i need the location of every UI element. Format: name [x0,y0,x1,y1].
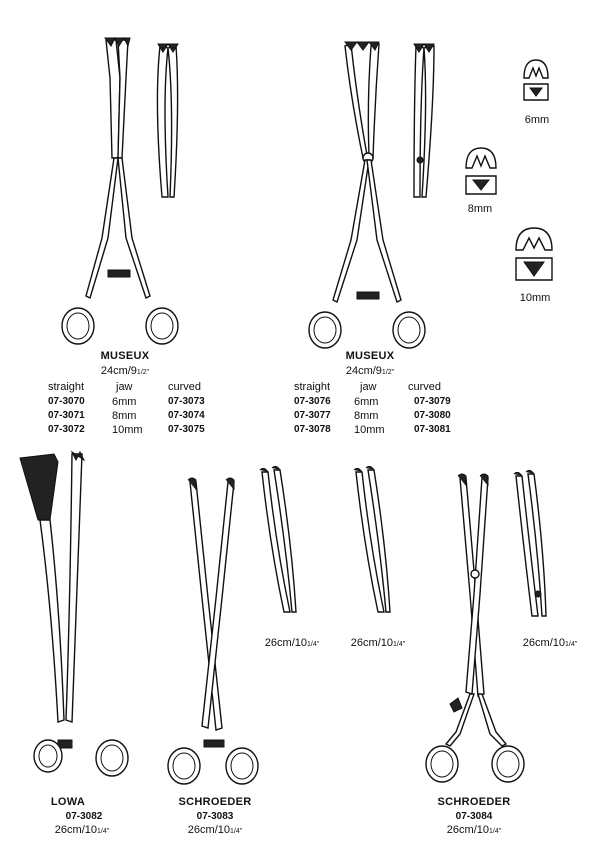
museux-left-title: MUSEUX [100,350,150,362]
schroeder-2-size: 26cm/101/4" [446,824,502,836]
museux-forceps-illustration-left [61,36,179,345]
lowa-title: LOWA [50,796,86,808]
table-row: 07-3076 6mm 07-3079 [294,396,451,408]
museux-right-size: 24cm/91/2" [345,365,395,377]
table-header: straight jaw curved [294,381,442,393]
jaw-size-label-8mm: 8mm [467,203,493,215]
tip-size-label-2: 26cm/101/4" [350,637,406,649]
museux-forceps-illustration-right [308,41,426,349]
schroeder-1-title: SCHROEDER [178,796,252,808]
museux-left-size: 24cm/91/2" [100,365,150,377]
schroeder-curved-tip-illustration-1 [259,465,297,613]
jaw-detail-6mm-illustration [523,59,549,101]
museux-curved-tip-illustration-right [413,43,435,198]
tip-size-label-1: 26cm/101/4" [264,637,320,649]
jaw-size-label-10mm: 10mm [519,292,551,304]
schroeder-forceps-illustration-2 [425,473,525,783]
museux-right-table: straight jaw curved 07-3076 6mm 07-3079 … [294,381,474,436]
table-row: 07-3077 8mm 07-3080 [294,410,451,422]
table-row: 07-3072 10mm 07-3075 [48,424,205,436]
lowa-forceps-illustration [19,450,129,777]
table-row: 07-3078 10mm 07-3081 [294,424,451,436]
table-header: straight jaw curved [48,381,202,393]
schroeder-forceps-illustration-1 [167,477,259,785]
jaw-detail-8mm-illustration [465,147,497,195]
schroeder-2-title: SCHROEDER [437,796,511,808]
schroeder-1-code: 07-3083 [196,811,234,822]
table-row: 07-3070 6mm 07-3073 [48,396,205,408]
museux-curved-tip-illustration-left [156,43,179,198]
museux-right-title: MUSEUX [345,350,395,362]
schroeder-2-code: 07-3084 [455,811,493,822]
lowa-code: 07-3082 [65,811,103,822]
schroeder-curved-tip-illustration-3 [513,469,547,617]
lowa-size: 26cm/101/4" [54,824,110,836]
schroeder-curved-tip-illustration-2 [353,465,391,613]
jaw-size-label-6mm: 6mm [524,114,550,126]
jaw-detail-10mm-illustration [515,227,553,281]
museux-left-table: straight jaw curved 07-3070 6mm 07-3073 … [48,381,228,436]
schroeder-1-size: 26cm/101/4" [187,824,243,836]
tip-size-label-3: 26cm/101/4" [522,637,578,649]
table-row: 07-3071 8mm 07-3074 [48,410,205,422]
